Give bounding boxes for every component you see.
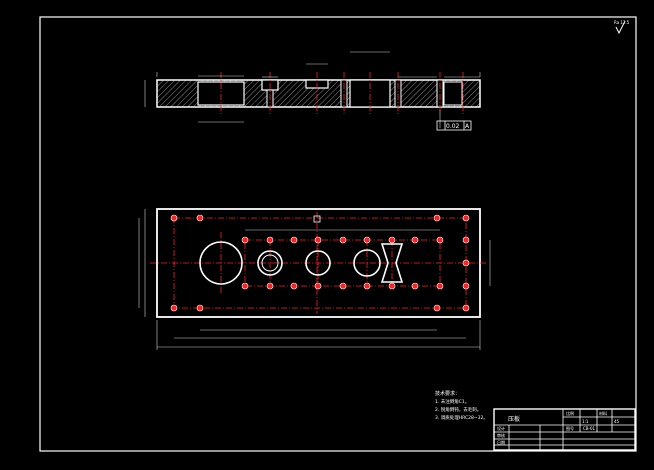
label-material: 材料 xyxy=(599,410,607,416)
drawing-number: CB-01 xyxy=(583,426,596,431)
title-block xyxy=(493,408,636,451)
label-review: 审核 xyxy=(497,432,505,438)
technical-notes: 技术要求： 1. 未注倒角C1。 2. 锐角倒钝，去毛刺。 3. 调质处理HRC… xyxy=(435,390,488,421)
plan-view xyxy=(138,208,491,350)
section-dimensions xyxy=(144,51,481,128)
section-view: 0.02 A xyxy=(144,51,481,131)
flatness-value: 0.02 xyxy=(446,123,460,130)
drawing-border xyxy=(39,16,637,452)
plan-centerlines xyxy=(150,212,488,314)
section-centerlines xyxy=(220,72,464,114)
plan-dimensions xyxy=(138,209,491,350)
note-line: 2. 锐角倒钝，去毛刺。 xyxy=(435,406,481,413)
material-value: 45 xyxy=(614,419,620,424)
label-scale: 比例 xyxy=(566,410,574,416)
bolt-holes xyxy=(170,214,470,312)
roughness-mark: Ra 12.5 xyxy=(614,20,630,35)
bore-3 xyxy=(305,250,331,276)
datum-letter: A xyxy=(465,123,470,130)
roughness-label: Ra 12.5 xyxy=(614,20,630,25)
datum-marker xyxy=(313,215,321,223)
large-bore xyxy=(199,241,243,285)
note-line: 3. 调质处理HRC28~32。 xyxy=(435,414,488,421)
section-cut-5 xyxy=(443,81,463,106)
bore-4 xyxy=(353,249,381,277)
label-design: 设计 xyxy=(497,425,505,431)
tolerance-frame: 0.02 A xyxy=(436,120,472,131)
part-name: 压板 xyxy=(508,415,520,423)
note-line: 1. 未注倒角C1。 xyxy=(435,398,469,405)
title-block-text: 压板 设计 审核 日期 比例 材料 1:1 45 图号 CB-01 xyxy=(497,410,620,445)
bore-2 xyxy=(257,250,283,276)
notes-title: 技术要求： xyxy=(435,390,460,397)
label-drawing-no: 图号 xyxy=(566,425,574,431)
label-date: 日期 xyxy=(497,439,505,445)
hourglass-slot xyxy=(380,243,404,283)
bore-2-inner xyxy=(261,254,279,272)
scale-value: 1:1 xyxy=(582,419,589,424)
